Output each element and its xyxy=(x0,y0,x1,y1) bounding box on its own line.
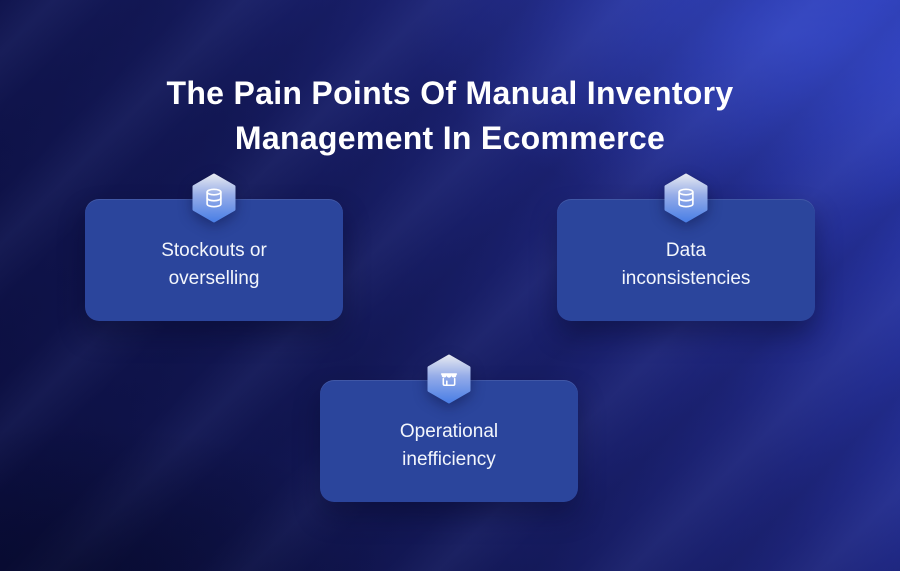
hexagon-shape xyxy=(664,173,708,223)
card-label: Data inconsistencies xyxy=(621,240,751,289)
hexagon-badge xyxy=(663,173,709,223)
page-title-line-1: The Pain Points Of Manual Inventory xyxy=(166,75,734,112)
hexagon-shape xyxy=(427,354,471,404)
card-label: Operational inefficiency xyxy=(399,421,499,470)
hexagon-badge xyxy=(191,173,237,223)
card-data-inconsistencies: Data inconsistencies xyxy=(557,173,815,321)
hexagon-badge xyxy=(426,354,472,404)
hexagon-shape xyxy=(192,173,236,223)
database-icon xyxy=(206,188,222,208)
page-title-line-2: Management In Ecommerce xyxy=(234,119,666,156)
page-title: The Pain Points Of Manual Inventory Mana… xyxy=(0,71,900,159)
card-label: Stockouts or overselling xyxy=(161,240,267,289)
card-operational-inefficiency: Operational inefficiency xyxy=(320,354,578,502)
storefront-icon xyxy=(440,373,458,387)
card-stockouts-or-overselling: Stockouts or overselling xyxy=(85,173,343,321)
database-icon xyxy=(678,188,694,208)
